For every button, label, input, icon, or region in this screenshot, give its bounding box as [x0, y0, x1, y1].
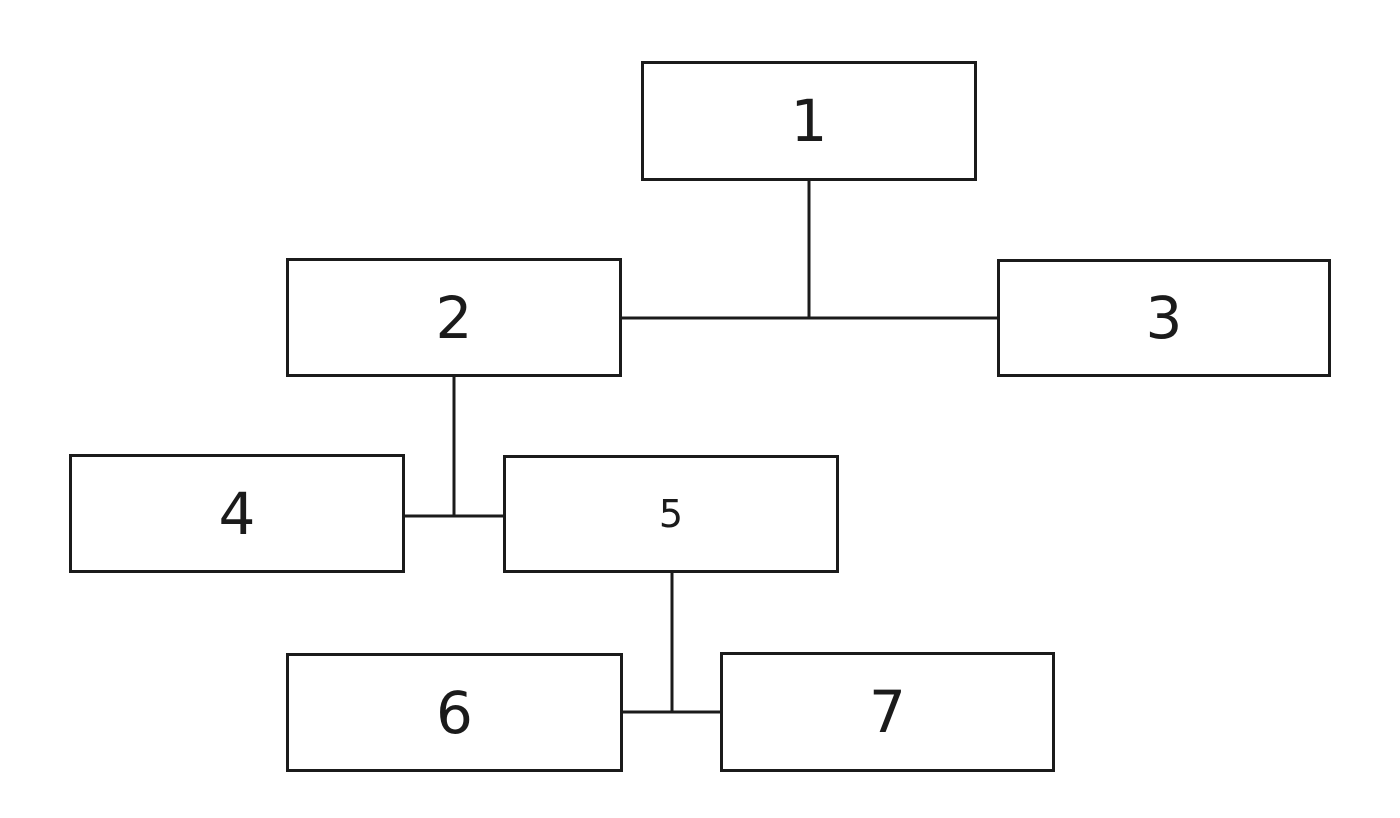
node-label-5: 5 [658, 492, 684, 536]
node-1: 1 [641, 61, 977, 181]
node-2: 2 [286, 258, 622, 377]
node-label-7: 7 [869, 678, 906, 746]
node-label-2: 2 [435, 283, 473, 352]
node-7: 7 [720, 652, 1055, 772]
node-label-3: 3 [1145, 284, 1183, 352]
node-3: 3 [997, 259, 1331, 377]
node-label-6: 6 [436, 678, 473, 747]
node-label-1: 1 [790, 87, 828, 155]
node-5: 5 [503, 455, 839, 573]
node-label-4: 4 [218, 479, 256, 548]
node-4: 4 [69, 454, 405, 573]
node-6: 6 [286, 653, 623, 772]
